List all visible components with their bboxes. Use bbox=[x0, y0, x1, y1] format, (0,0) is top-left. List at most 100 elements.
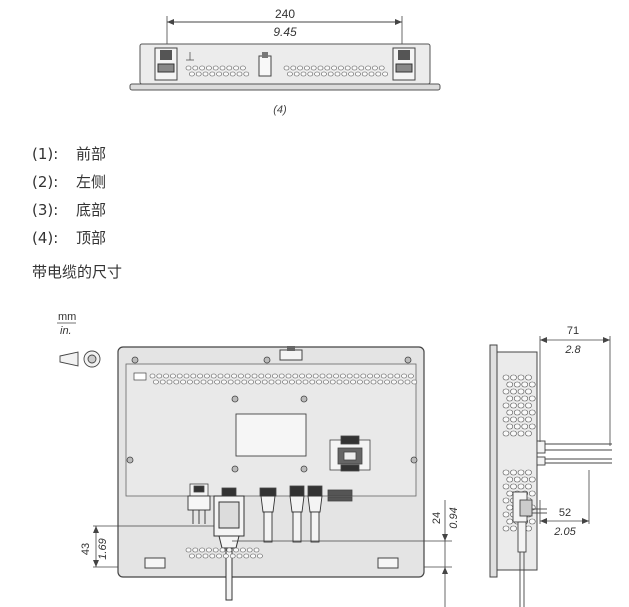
vent-hole bbox=[282, 379, 288, 385]
vent-hole bbox=[324, 65, 331, 71]
vent-hole bbox=[510, 388, 517, 395]
vent-hole bbox=[502, 469, 510, 476]
vent-hole bbox=[502, 511, 510, 518]
vent-hole bbox=[285, 373, 292, 379]
vent-hole bbox=[341, 71, 348, 77]
vent-hole bbox=[510, 402, 517, 409]
vent-hole bbox=[351, 65, 358, 71]
vent-hole bbox=[525, 430, 532, 437]
vent-hole bbox=[244, 373, 251, 379]
serial-cable-connector bbox=[213, 495, 245, 601]
vent-hole bbox=[214, 379, 220, 385]
vent-hole bbox=[295, 379, 302, 385]
vent-hole bbox=[223, 71, 229, 77]
vent-hole bbox=[227, 379, 234, 385]
vent-hole bbox=[156, 373, 163, 379]
vent-hole bbox=[382, 71, 388, 77]
vent-hole bbox=[319, 373, 326, 379]
vent-hole bbox=[401, 373, 407, 379]
legend-num: (3): bbox=[32, 201, 59, 219]
vent-hole bbox=[506, 409, 514, 416]
vent-hole bbox=[153, 379, 159, 385]
vent-hole bbox=[506, 490, 514, 497]
vent-hole bbox=[159, 379, 166, 385]
vent-hole bbox=[377, 379, 384, 385]
vent-hole bbox=[378, 65, 385, 71]
vent-hole bbox=[367, 373, 373, 379]
vent-hole bbox=[521, 476, 529, 483]
vent-hole bbox=[265, 373, 271, 379]
vent-hole bbox=[229, 71, 236, 77]
vent-hole bbox=[302, 379, 309, 385]
dim-43-label: 43 bbox=[80, 543, 92, 555]
vent-hole bbox=[372, 65, 378, 71]
vent-hole bbox=[217, 373, 224, 379]
vent-hole bbox=[207, 379, 214, 385]
legend-num: (2): bbox=[32, 173, 59, 191]
side-body bbox=[496, 351, 538, 571]
vent-hole bbox=[355, 71, 361, 77]
top-view-drawing: 240 9.45 (4) bbox=[129, 7, 441, 116]
vent-hole bbox=[185, 547, 192, 553]
vent-hole bbox=[528, 409, 536, 416]
vent-hole bbox=[219, 65, 226, 71]
vent-hole bbox=[368, 71, 375, 77]
vent-hole bbox=[502, 483, 510, 490]
vent-hole bbox=[299, 373, 305, 379]
vent-hole bbox=[525, 416, 532, 423]
vent-hole bbox=[370, 379, 377, 385]
legend-item-3: (3):底部 bbox=[32, 199, 106, 220]
vent-hole bbox=[199, 65, 205, 71]
vent-hole bbox=[272, 373, 278, 379]
side-front-bezel bbox=[489, 344, 498, 578]
rear-and-side-view-drawing: mm in. bbox=[57, 311, 612, 607]
vent-hole bbox=[506, 381, 514, 388]
vent-hole bbox=[331, 65, 337, 71]
clamp-left bbox=[154, 47, 178, 81]
vent-hole bbox=[297, 65, 303, 71]
vent-hole bbox=[200, 379, 207, 385]
vent-hole bbox=[510, 525, 517, 532]
vent-hole bbox=[216, 553, 222, 559]
vent-hole bbox=[257, 553, 263, 559]
dim-71-label: 71 bbox=[567, 325, 579, 337]
vent-hole bbox=[219, 547, 226, 553]
vent-hole bbox=[204, 373, 210, 379]
dim-24-label: 24 bbox=[431, 512, 443, 524]
vent-hole bbox=[192, 65, 199, 71]
vent-hole bbox=[278, 373, 285, 379]
vent-hole bbox=[326, 373, 333, 379]
vent-hole bbox=[202, 71, 209, 77]
vent-hole bbox=[216, 71, 222, 77]
vent-hole bbox=[528, 395, 536, 402]
vent-hole bbox=[251, 373, 258, 379]
ground-icon bbox=[186, 52, 194, 61]
vent-hole bbox=[209, 553, 216, 559]
vent-hole bbox=[528, 476, 536, 483]
bottom-connector-row bbox=[189, 483, 353, 502]
vent-hole bbox=[394, 373, 401, 379]
power-terminal-plug bbox=[187, 495, 211, 524]
vent-hole bbox=[314, 71, 320, 77]
legend-text: 前部 bbox=[76, 145, 107, 163]
dim-52 bbox=[539, 470, 590, 524]
label-plate bbox=[235, 413, 307, 457]
dim-2-05-label: 2.05 bbox=[553, 526, 576, 538]
vent-hole bbox=[513, 409, 521, 416]
legend-num: (1): bbox=[32, 145, 59, 163]
vent-hole bbox=[189, 71, 195, 77]
vent-hole bbox=[304, 65, 310, 71]
vent-hole bbox=[353, 373, 360, 379]
top-panel-body bbox=[139, 43, 431, 85]
vent-hole bbox=[192, 547, 199, 553]
vent-hole bbox=[233, 547, 239, 553]
vent-hole bbox=[190, 373, 197, 379]
dim-2-8-label: 2.8 bbox=[564, 344, 581, 356]
vent-hole bbox=[517, 374, 525, 381]
center-clip-tab bbox=[262, 52, 268, 58]
vent-hole bbox=[321, 71, 327, 77]
vent-hole bbox=[183, 373, 190, 379]
vent-strip-top bbox=[149, 373, 418, 385]
vent-hole bbox=[375, 71, 382, 77]
dim-24 bbox=[232, 500, 452, 607]
